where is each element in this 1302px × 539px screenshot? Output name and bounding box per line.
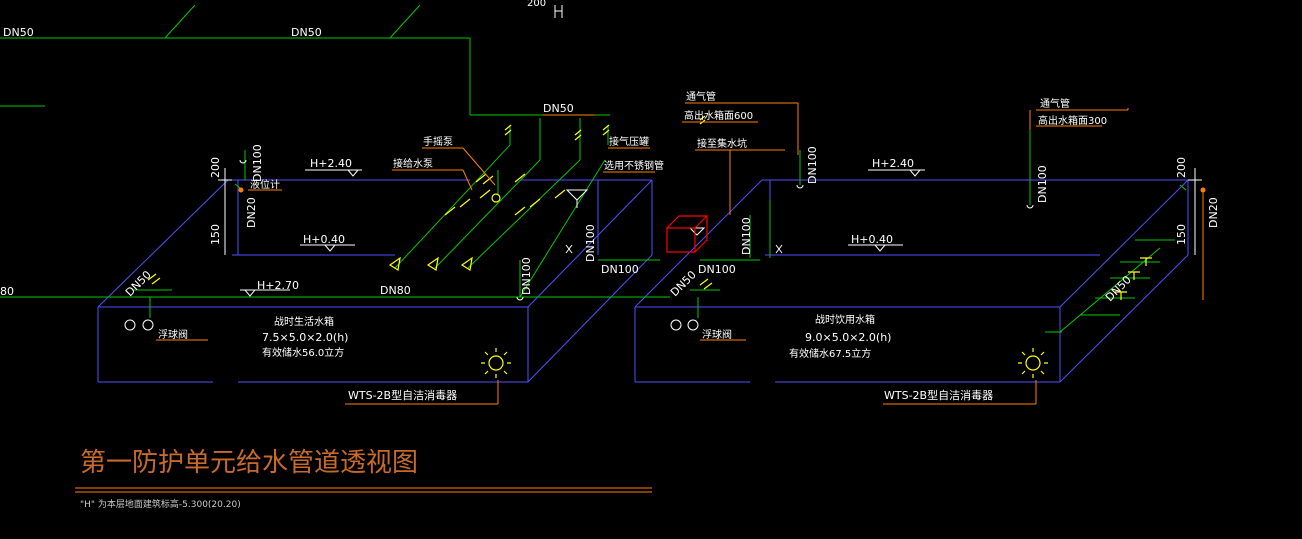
dn20-dot [1200, 187, 1206, 193]
drawing-note: "H" 为本层地面建筑标高-5.300(20.20) [80, 498, 241, 510]
label-sterilizer-left: WTS-2B型自洁消毒器 [348, 388, 457, 402]
dim-150-right: 150 [1175, 224, 1188, 245]
level-gauge-dot [238, 187, 244, 193]
label-pressure-gauge: 接气压罐 [609, 135, 649, 148]
dimension-lines [218, 5, 1202, 301]
tank-right-size: 9.0×5.0×2.0(h) [805, 331, 891, 344]
label-h270: H+2.70 [257, 279, 299, 292]
tank-right-volume: 有效储水67.5立方 [789, 347, 871, 360]
drain-funnel-icon [565, 189, 783, 254]
drawing-title: 第一防护单元给水管道透视图 [80, 448, 418, 478]
label-dn80-main: DN80 [380, 284, 411, 297]
label-water-pump: 接给水泵 [393, 157, 433, 170]
tank-right-name: 战时饮用水箱 [815, 313, 875, 326]
label-dn100-center-bottom: DN100 [601, 263, 639, 276]
label-dn80-left: 80 [0, 285, 14, 298]
label-drain-pit: 接至集水坑 [697, 137, 747, 150]
label-dn100-lower: DN100 [520, 257, 533, 295]
dim-200-left: 200 [209, 157, 222, 178]
tank-left-name: 战时生活水箱 [274, 315, 334, 328]
label-dn100-mid: DN100 [740, 217, 753, 255]
fittings [147, 115, 1152, 300]
label-sterilizer-right: WTS-2B型自洁消毒器 [884, 388, 993, 402]
dim-200-right: 200 [1175, 157, 1188, 178]
label-hand-pump: 手摇泵 [423, 135, 453, 148]
label-vent-left-2: 高出水箱面600 [684, 109, 753, 122]
label-dn50-left-diag: DN50 [123, 268, 154, 299]
label-level-gauge: 液位计 [250, 178, 280, 191]
right-tank [634, 179, 1189, 383]
label-dn50-top-left: DN50 [3, 26, 34, 39]
label-h240-right: H+2.40 [872, 157, 914, 170]
label-dn100-left-top: DN100 [251, 144, 264, 182]
pump-box [666, 215, 709, 253]
label-top-cut: 200 [527, 0, 546, 9]
label-dn50-right-diag: DN50 [668, 268, 699, 299]
label-float-valve-right: 浮球阀 [702, 328, 732, 341]
label-dn100-right-bottom: DN100 [698, 263, 736, 276]
label-h040-left: H+0.40 [303, 233, 345, 246]
leader-lines [75, 102, 1204, 493]
label-vent-left-1: 通气管 [686, 90, 716, 103]
label-h040-right: H+0.40 [851, 233, 893, 246]
label-vent-right-2: 高出水箱面300 [1038, 114, 1107, 127]
pipe-network [0, 4, 1187, 333]
label-dn100-center: DN100 [584, 224, 597, 262]
label-stainless-pipe: 选用不锈钢管 [604, 159, 664, 172]
left-tank [97, 179, 653, 383]
label-dn20-left: DN20 [245, 197, 258, 228]
label-dn50-top-mid: DN50 [291, 26, 322, 39]
float-ball-icon [124, 319, 699, 331]
tank-left-volume: 有效储水56.0立方 [262, 346, 344, 359]
label-dn100-right-v: DN100 [1036, 165, 1049, 203]
label-h240-left: H+2.40 [310, 157, 352, 170]
sterilizer-icon [481, 348, 1048, 378]
tank-left-size: 7.5×5.0×2.0(h) [262, 331, 348, 344]
dim-150-left: 150 [209, 224, 222, 245]
label-dn50-branch: DN50 [543, 102, 574, 115]
label-vent-right-1: 通气管 [1040, 97, 1070, 110]
label-dn20-right: DN20 [1207, 197, 1220, 228]
label-float-valve-left: 浮球阀 [158, 328, 188, 341]
label-dn100-vent-right: DN100 [806, 146, 819, 184]
